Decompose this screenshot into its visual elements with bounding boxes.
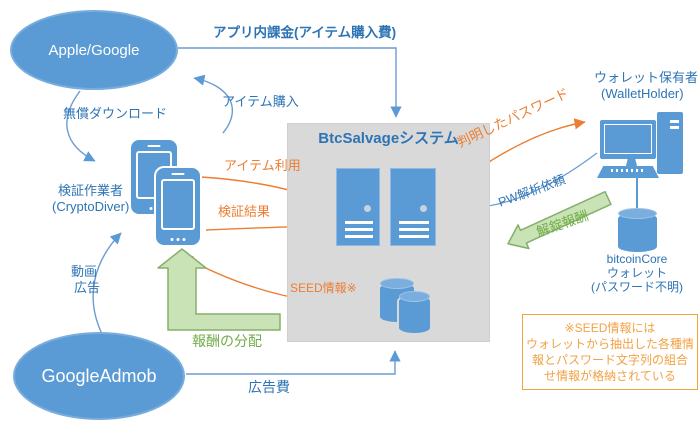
bitcoin-core-database-icon [618,208,657,252]
smartphone-icon [156,168,200,245]
crypto-diver-label-en: (CryptoDiver) [52,199,130,214]
arrow-ad-fee [186,350,401,375]
reward-distribution-arrow [157,248,281,331]
monitor-stand [626,159,637,166]
database-icon [399,291,430,333]
wallet-holder-label-ja: ウォレット保有者 [594,70,699,85]
flow-label-video-ad-1: 動画 [71,264,98,279]
flow-label-verification-result: 検証結果 [218,204,271,219]
flow-label-video-ad-2: 広告 [74,280,101,295]
note-line: ※SEED情報には [564,321,656,335]
system-title: BtcSalvageシステム [318,130,459,147]
phone-screen [161,179,195,230]
monitor-icon [600,120,656,159]
note-line: 報とパスワード文字列の組合 [531,353,688,367]
note-line: せ情報が格納されている [544,369,676,383]
flow-label-ad-fee: 広告費 [248,379,290,395]
phone-speaker [147,144,161,147]
google-admob-label: GoogleAdmob [41,365,157,386]
flow-label-item-use: アイテム利用 [224,158,301,173]
unlock-reward-arrow [507,190,612,250]
server-vents [345,221,373,242]
crypto-diver-label-ja: 検証作業者 [58,183,124,198]
keyboard-icon [597,166,659,178]
arrow-free-download [66,90,96,162]
pc-wallet-connector [636,178,638,209]
server-vents [399,221,429,242]
google-admob-node: GoogleAdmob [13,332,185,420]
bitcoin-core-label-name: bitcoinCore [606,252,668,266]
note-line: ウォレットから抽出した各種情 [525,337,694,351]
bitcoin-core-label-wallet: ウォレット [606,266,668,280]
bitcoin-core-label-status: (パスワード不明) [591,280,683,294]
server-led-icon [420,205,427,212]
arrow-video-ad [92,232,122,335]
server-led-icon [364,205,371,212]
pc-tower-icon [657,112,683,174]
flow-label-in-app-billing: アプリ内課金(アイテム購入費) [213,25,397,40]
arrow-in-app-billing [178,47,402,118]
flow-label-reward-distribution: 報酬の分配 [192,333,262,349]
flow-label-seed-info: SEED情報※ [290,281,357,295]
apple-google-node: Apple/Google [10,10,178,90]
server-icon [336,168,380,246]
flow-label-item-purchase: アイテム購入 [222,94,299,109]
phone-speaker [171,172,185,175]
seed-info-note: ※SEED情報には ウォレットから抽出した各種情 報とパスワード文字列の組合 せ… [522,314,698,390]
server-icon [390,168,436,246]
phone-buttons [170,238,186,241]
wallet-holder-label-en: (WalletHolder) [601,86,684,101]
apple-google-label: Apple/Google [48,41,140,59]
arrow-item-purchase [193,74,233,134]
flow-label-free-download: 無償ダウンロード [63,106,168,121]
